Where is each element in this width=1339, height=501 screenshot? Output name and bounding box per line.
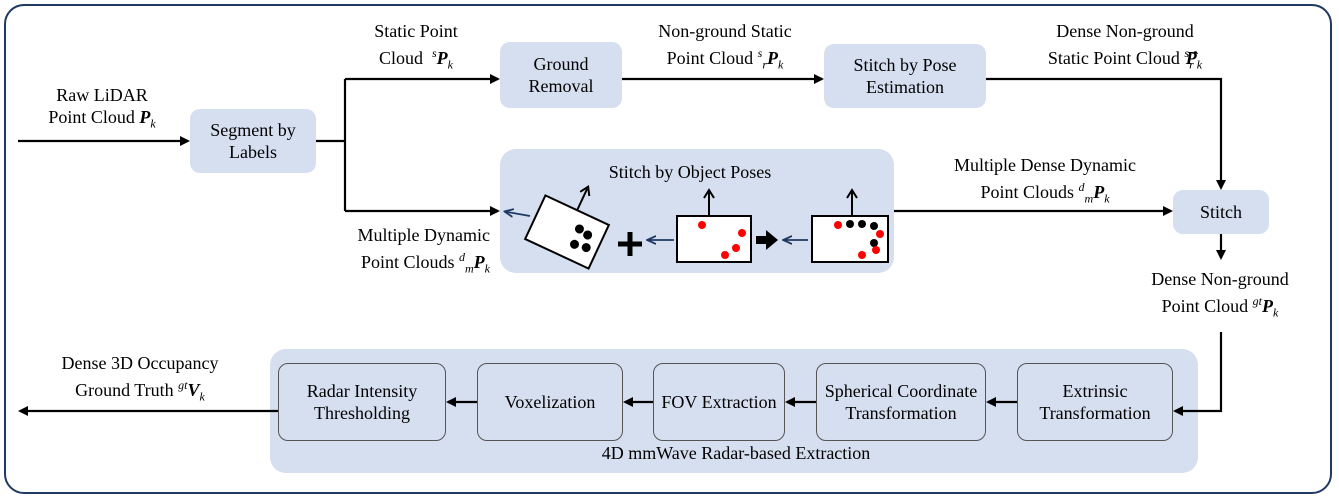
plus-icon [618,232,642,256]
raw-lidar-label: Raw LiDAR Point Cloud Pk [48,85,156,131]
combined-points-pictogram [811,188,889,263]
panel-caption: 4D mmWave Radar-based Extraction [601,443,871,463]
multiple-dense-dynamic-label: Multiple Dense Dynamic Point Clouds dmPk [954,155,1136,206]
multiple-dynamic-label: Multiple Dynamic Point Clouds dmPk [357,225,490,276]
segment-by-labels-box: Segment by Labels [190,109,316,173]
arrow-to-extrinsic [1173,332,1223,416]
rotated-object-pictogram [523,184,611,270]
static-point-cloud-label: Static Point Cloud sPk [374,21,458,72]
diagram-frame [4,4,1332,494]
occupancy-ground-truth-label: Dense 3D Occupancy Ground Truth gtVk [61,353,219,404]
fov-extraction-box: FOV Extraction [653,363,785,441]
stitch-object-title: Stitch by Object Poses [608,162,772,182]
ground-removal-box: Ground Removal [500,42,622,108]
arrow-pose-to-stitch [986,77,1226,190]
non-ground-static-label: Non-ground Static Point Cloud srPk [658,21,792,72]
spherical-coordinate-box: Spherical Coordinate Transformation [816,363,986,441]
red-points-pictogram [676,188,752,263]
dense-non-ground-static-label: Dense Non-ground Static Point Cloud sr̂P… [1047,21,1203,72]
voxelization-box: Voxelization [477,363,623,441]
arrow-left-blue [505,212,531,216]
stitch-by-pose-box: Stitch by Pose Estimation [824,44,986,108]
thick-arrow-icon [756,230,778,250]
extrinsic-transformation-box: Extrinsic Transformation [1017,363,1173,441]
stitch-box: Stitch [1173,190,1269,234]
dense-non-ground-gt-label: Dense Non-ground Point Cloud gtPk [1151,269,1289,320]
radar-intensity-box: Radar Intensity Thresholding [278,363,446,441]
